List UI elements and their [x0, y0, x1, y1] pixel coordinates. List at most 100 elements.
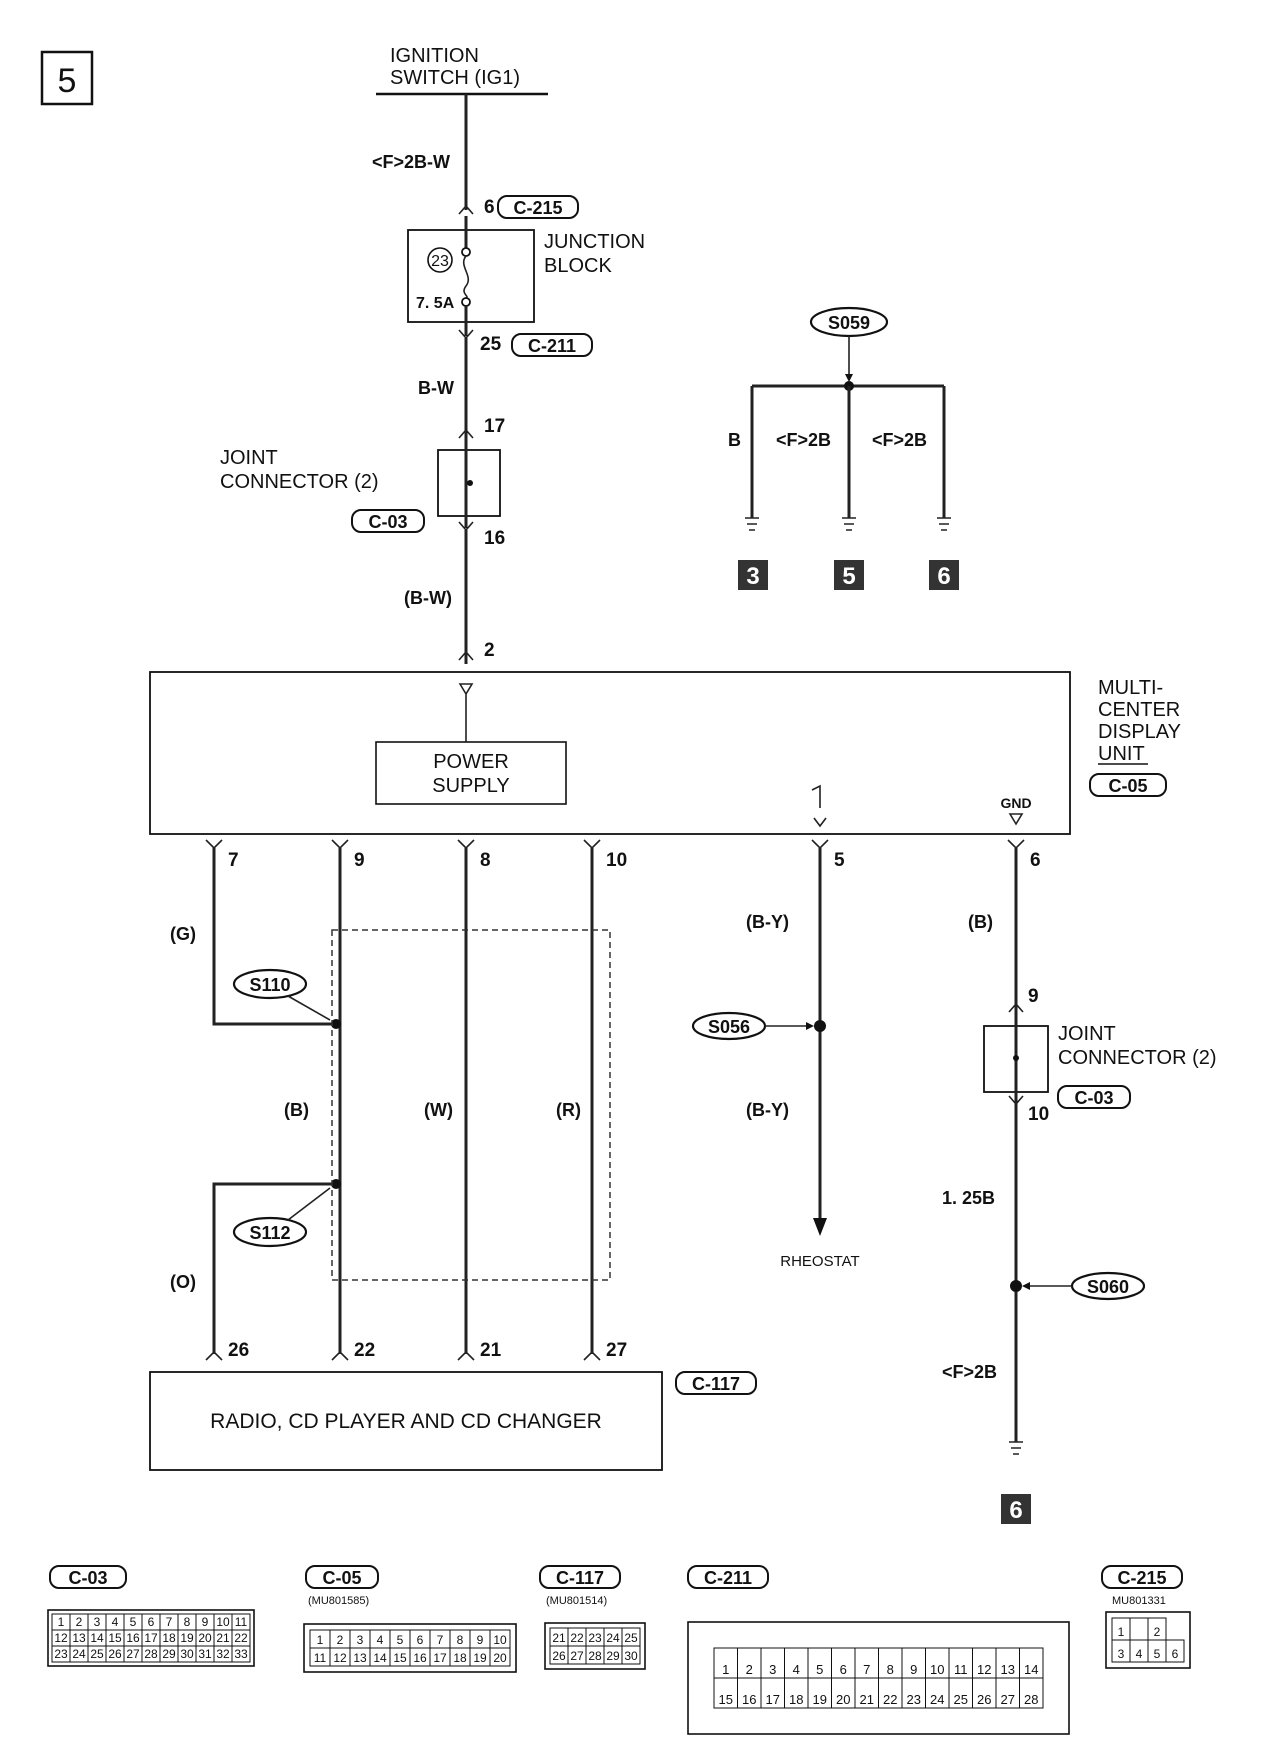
- connector-pin-number: 24: [930, 1692, 944, 1707]
- shield-dashed-box: [331, 929, 611, 1281]
- connector-arrow: [1008, 1002, 1024, 1013]
- connector-pin-number: 14: [1024, 1662, 1038, 1677]
- connector-pin-number: 33: [234, 1647, 248, 1661]
- joint-right-label-2: CONNECTOR (2): [1058, 1047, 1217, 1069]
- fuse-number-circle: [427, 247, 453, 273]
- conn-title-c03-box: [49, 1565, 127, 1589]
- ground-number-5: 5: [842, 563, 855, 590]
- connector-pin-number: 5: [397, 1633, 404, 1647]
- connector-pin-number: 23: [907, 1692, 921, 1707]
- connector-pin-number: 16: [742, 1692, 756, 1707]
- connector-pin-number: 1: [58, 1615, 65, 1629]
- connector-pin-number: 15: [719, 1692, 733, 1707]
- ground-symbol-icon: [1009, 1441, 1023, 1455]
- conn-tag-c05: [1089, 773, 1167, 797]
- connector-pin-number: 4: [793, 1662, 800, 1677]
- conn-tag-c117: [675, 1371, 757, 1395]
- connector-pin-number: 32: [216, 1647, 230, 1661]
- connector-pin-number: 13: [353, 1651, 367, 1665]
- jb-label-1: JUNCTION: [544, 231, 645, 253]
- connector-pin-number: 10: [930, 1662, 944, 1677]
- conn-tag-c03-top-text: C-03: [368, 512, 407, 532]
- ground-wire-label-b: B: [728, 430, 741, 450]
- radio-label: RADIO, CD PLAYER AND CD CHANGER: [210, 1410, 602, 1433]
- joint-top-pin-bottom: 16: [484, 528, 505, 549]
- ignition-label-1: IGNITION: [390, 45, 479, 67]
- wire-orange: [212, 1182, 332, 1354]
- mcdu-label-3: DISPLAY: [1098, 721, 1181, 743]
- splice-s110-text: S110: [249, 975, 290, 995]
- conn-title-c05-box: [305, 1565, 379, 1589]
- connector-pin-number: 29: [162, 1647, 176, 1661]
- connector-pin-number: 3: [357, 1633, 364, 1647]
- rheostat-label: RHEOSTAT: [780, 1253, 859, 1270]
- wire-label-f2bw: <F>2B-W: [372, 152, 450, 172]
- connector-pin-number: 13: [72, 1631, 86, 1645]
- page-number: 5: [58, 62, 77, 100]
- connector-pin-number: 21: [552, 1631, 566, 1645]
- connector-pin-number: 2: [1154, 1625, 1161, 1639]
- fuse-icon: [462, 255, 470, 299]
- conn-title-c03: C-03: [68, 1568, 107, 1588]
- connector-pin-number: 12: [54, 1631, 68, 1645]
- wire-label-by-top: (B-Y): [746, 912, 789, 932]
- connector-pin-number: 4: [112, 1615, 119, 1629]
- connector-pin-number: 19: [473, 1651, 487, 1665]
- wire-label-o: (O): [170, 1272, 196, 1292]
- joint-right-dot: [1013, 1055, 1019, 1061]
- mcdu-pin-5: 5: [834, 850, 845, 871]
- connector-pin-number: 9: [202, 1615, 209, 1629]
- connector-arrow: [458, 204, 474, 215]
- connector-pin-number: 6: [1172, 1647, 1179, 1661]
- connector-pin-number: 5: [816, 1662, 823, 1677]
- conn-part-c05: (MU801585): [308, 1595, 369, 1607]
- ground-number-3: 3: [746, 563, 759, 590]
- connector-pin-number: 29: [606, 1649, 620, 1663]
- conn-tag-c117-text: C-117: [692, 1374, 740, 1394]
- connector-pin-number: 12: [977, 1662, 991, 1677]
- conn-title-c211: C-211: [704, 1568, 752, 1588]
- wire-label-b: (B): [284, 1100, 309, 1120]
- connector-pin-number: 1: [1118, 1625, 1125, 1639]
- connector-pin-number: 22: [883, 1692, 897, 1707]
- connector-pin-number: 28: [1024, 1692, 1038, 1707]
- connector-pin-number: 4: [1136, 1647, 1143, 1661]
- connector-pin-number: 8: [887, 1662, 894, 1677]
- wire-label-bw-paren: (B-W): [404, 588, 452, 608]
- connector-pin-number: 1: [317, 1633, 324, 1647]
- joint-top-pin-top: 17: [484, 416, 505, 437]
- ground-symbol-icon: [745, 512, 759, 531]
- junction-block: [407, 229, 535, 323]
- connector-pin-number: 27: [1001, 1692, 1015, 1707]
- connector-pin-number: 15: [108, 1631, 122, 1645]
- joint-top-label-2: CONNECTOR (2): [220, 471, 379, 493]
- joint-top-label-1: JOINT: [220, 447, 278, 469]
- connector-pin-number: 18: [162, 1631, 176, 1645]
- connector-pin-number: 30: [624, 1649, 638, 1663]
- connector-pin-number: 6: [148, 1615, 155, 1629]
- conn-tag-c03-top: [351, 509, 425, 533]
- mcdu-label-1: MULTI-: [1098, 677, 1163, 699]
- splice-node-s060: [1010, 1280, 1022, 1292]
- conn-title-c05: C-05: [322, 1568, 361, 1588]
- connector-pin-number: 19: [180, 1631, 194, 1645]
- ground-block-6-bottom: [1001, 1494, 1031, 1524]
- conn-title-c215: C-215: [1117, 1568, 1166, 1588]
- connector-pin-cell: [1129, 1617, 1149, 1641]
- connector-pin-number: 1: [722, 1662, 729, 1677]
- wire-green: [212, 848, 332, 1026]
- radio-pin-26: 26: [228, 1340, 249, 1361]
- ground-number-6-bottom: 6: [1009, 1497, 1022, 1524]
- ground-block-3: [738, 560, 768, 590]
- connector-pin-number: 21: [860, 1692, 874, 1707]
- connector-pin-number: 14: [373, 1651, 387, 1665]
- connector-pin-number: 10: [493, 1633, 507, 1647]
- radio-pin-21: 21: [480, 1340, 502, 1361]
- connector-pin-number: 3: [1118, 1647, 1125, 1661]
- connector-pin-number: 20: [198, 1631, 212, 1645]
- wire-label-g: (G): [170, 924, 196, 944]
